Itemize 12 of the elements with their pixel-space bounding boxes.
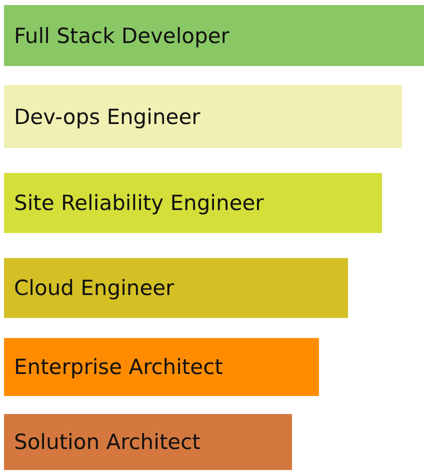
- role-bar: [4, 414, 292, 470]
- role-label: Dev-ops Engineer: [14, 104, 200, 128]
- role-bar: [4, 85, 402, 148]
- role-label: Site Reliability Engineer: [14, 191, 264, 215]
- role-label: Cloud Engineer: [14, 276, 174, 300]
- role-bar: [4, 258, 348, 318]
- role-label: Enterprise Architect: [14, 355, 223, 379]
- role-bar: [4, 173, 382, 233]
- role-bar: [4, 338, 319, 396]
- role-label: Full Stack Developer: [14, 24, 230, 48]
- role-bar: [4, 5, 424, 66]
- role-label: Solution Architect: [14, 430, 200, 454]
